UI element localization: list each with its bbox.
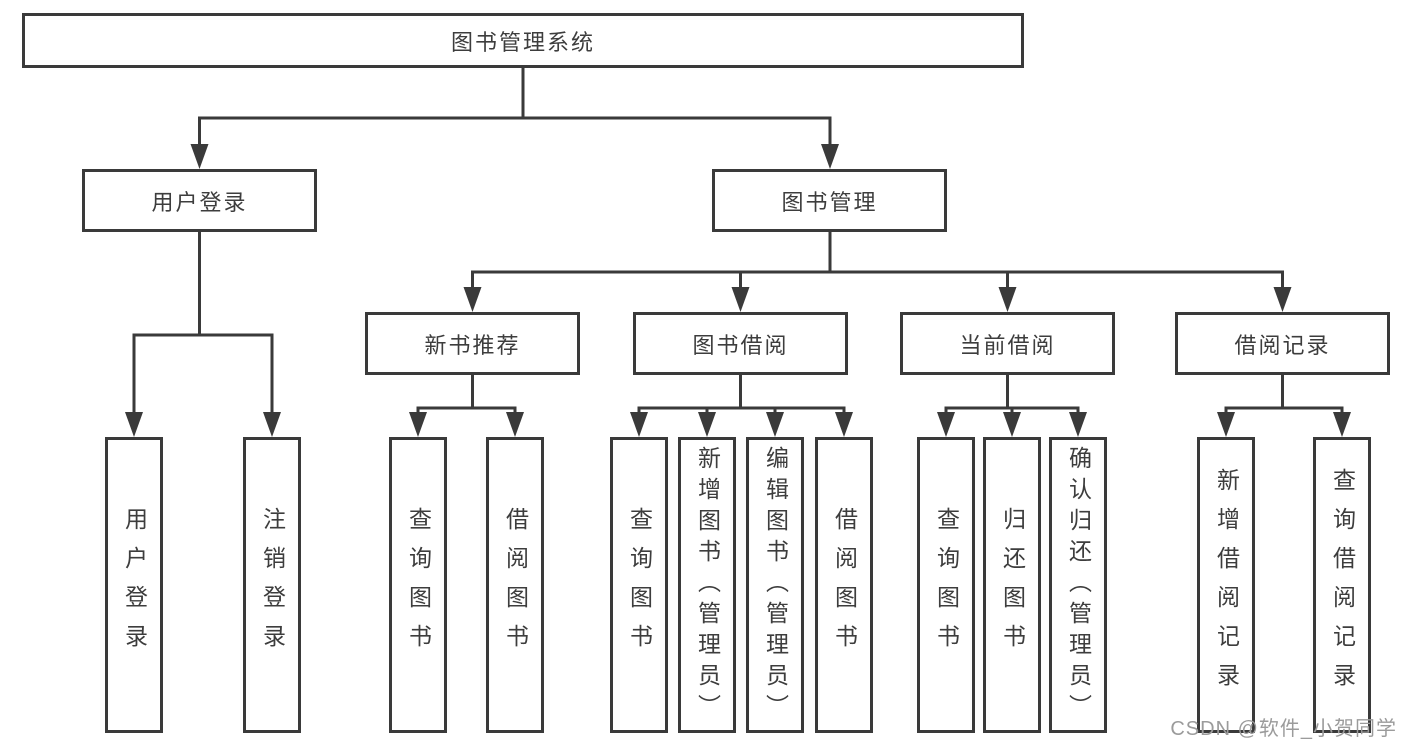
leaf-user-login: 用户登录: [105, 437, 163, 733]
leaf-query-book-recommend: 查询图书: [389, 437, 447, 733]
leaf-confirm-return-admin: 确认归还（管理员）: [1049, 437, 1107, 733]
leaf-borrow-book-recommend: 借阅图书: [486, 437, 544, 733]
node-label: 当前借阅: [959, 332, 1056, 358]
leaf-label: 查询图书: [405, 507, 432, 663]
node-user-login-module: 用户登录: [82, 169, 317, 232]
leaf-label: 归还图书: [999, 507, 1026, 663]
leaf-label: 确认归还（管理员）: [1065, 445, 1092, 725]
leaf-borrow-book: 借阅图书: [815, 437, 873, 733]
node-label: 新书推荐: [424, 332, 521, 358]
node-label: 用户登录: [151, 189, 248, 215]
node-label: 图书借阅: [692, 332, 789, 358]
leaf-label: 查询图书: [933, 507, 960, 663]
leaf-query-borrow-record: 查询借阅记录: [1313, 437, 1371, 733]
leaf-label: 查询图书: [626, 507, 653, 663]
node-borrow-records: 借阅记录: [1175, 312, 1390, 375]
node-current-borrow: 当前借阅: [900, 312, 1115, 375]
leaf-label: 新增借阅记录: [1213, 468, 1240, 702]
leaf-query-book-borrow: 查询图书: [610, 437, 668, 733]
node-new-book-recommend: 新书推荐: [365, 312, 580, 375]
leaf-label: 借阅图书: [831, 507, 858, 663]
leaf-label: 借阅图书: [502, 507, 529, 663]
leaf-label: 查询借阅记录: [1329, 468, 1356, 702]
csdn-watermark: CSDN @软件_小贺同学: [1170, 718, 1397, 740]
node-root-label: 图书管理系统: [450, 29, 595, 55]
leaf-logout: 注销登录: [243, 437, 301, 733]
leaf-query-book-current: 查询图书: [917, 437, 975, 733]
node-book-management-module: 图书管理: [712, 169, 947, 232]
node-label: 图书管理: [781, 189, 878, 215]
node-root-system: 图书管理系统: [22, 13, 1024, 68]
leaf-label: 新增图书（管理员）: [694, 445, 721, 725]
leaf-add-borrow-record: 新增借阅记录: [1197, 437, 1255, 733]
leaf-label: 用户登录: [121, 507, 148, 663]
leaf-label: 注销登录: [259, 507, 286, 663]
node-label: 借阅记录: [1234, 332, 1331, 358]
leaf-label: 编辑图书（管理员）: [762, 445, 789, 725]
leaf-edit-book-admin: 编辑图书（管理员）: [746, 437, 804, 733]
leaf-add-book-admin: 新增图书（管理员）: [678, 437, 736, 733]
leaf-return-book: 归还图书: [983, 437, 1041, 733]
node-book-borrow: 图书借阅: [633, 312, 848, 375]
